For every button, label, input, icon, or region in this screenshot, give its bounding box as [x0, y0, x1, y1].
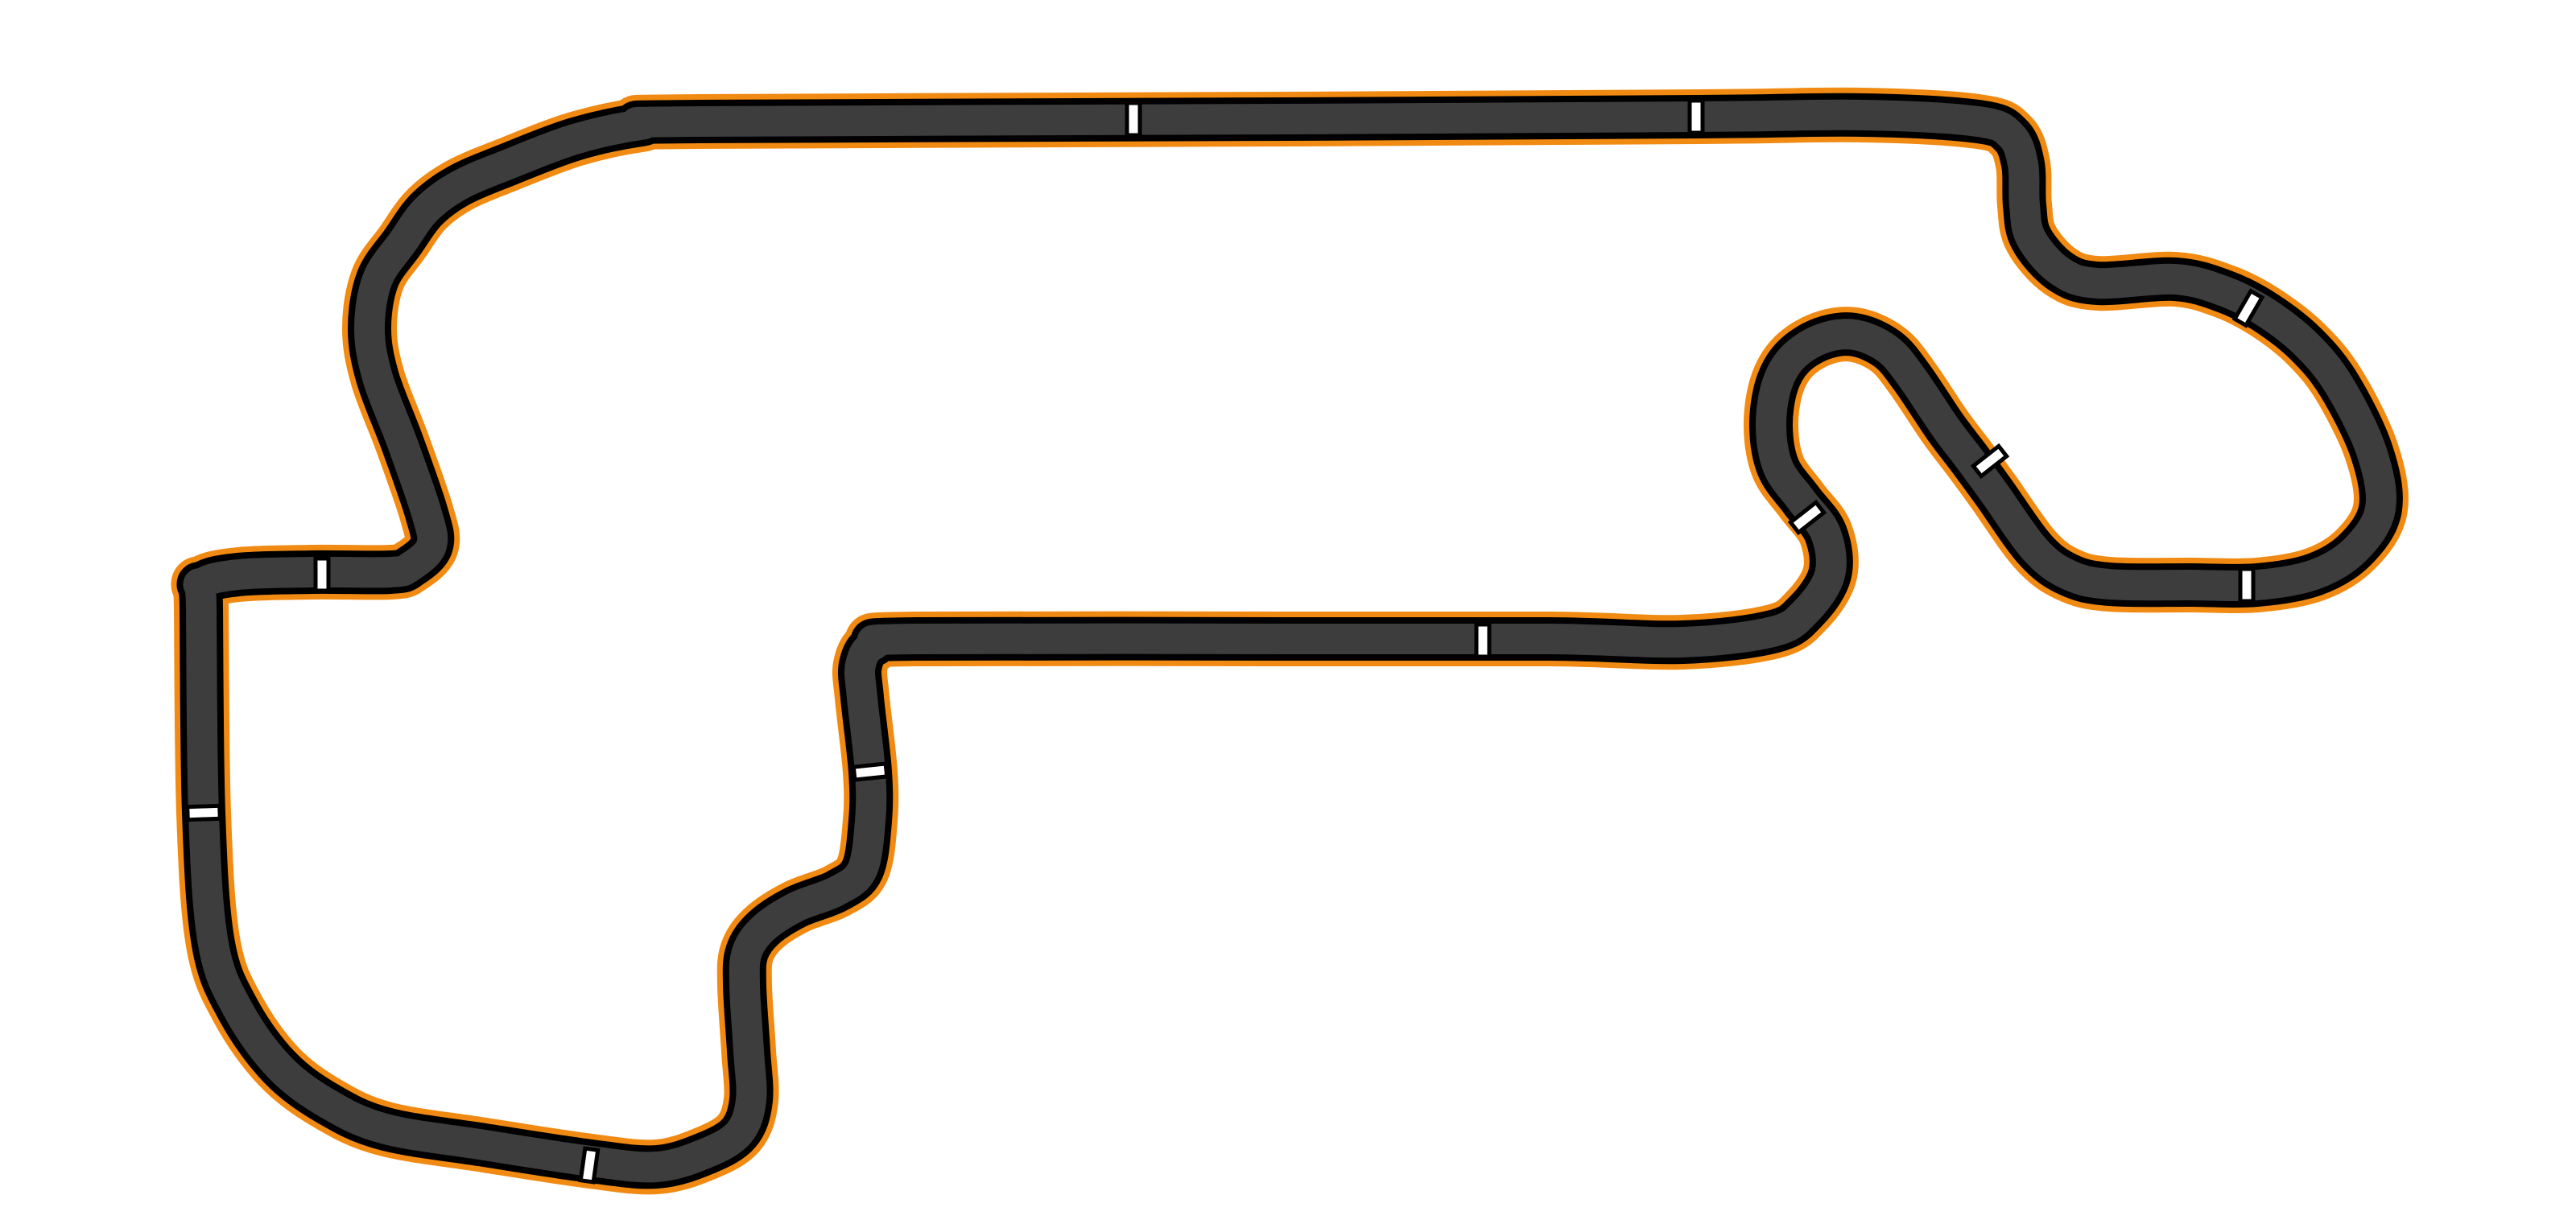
sector-marker-11 — [1474, 622, 1492, 659]
sector-marker-3 — [185, 803, 222, 822]
sector-marker-9 — [1787, 499, 1827, 536]
sector-marker-8 — [1970, 443, 2010, 480]
sector-marker-2 — [313, 556, 331, 593]
sector-marker-1 — [1125, 101, 1142, 138]
sector-marker-10 — [2238, 567, 2256, 604]
sector-markers — [185, 98, 2265, 1185]
sector-marker-7 — [2231, 288, 2265, 328]
track-surface — [183, 99, 2396, 1183]
sector-marker-6 — [1687, 98, 1705, 135]
sector-marker-5 — [578, 1146, 601, 1185]
sector-marker-4 — [851, 761, 890, 782]
